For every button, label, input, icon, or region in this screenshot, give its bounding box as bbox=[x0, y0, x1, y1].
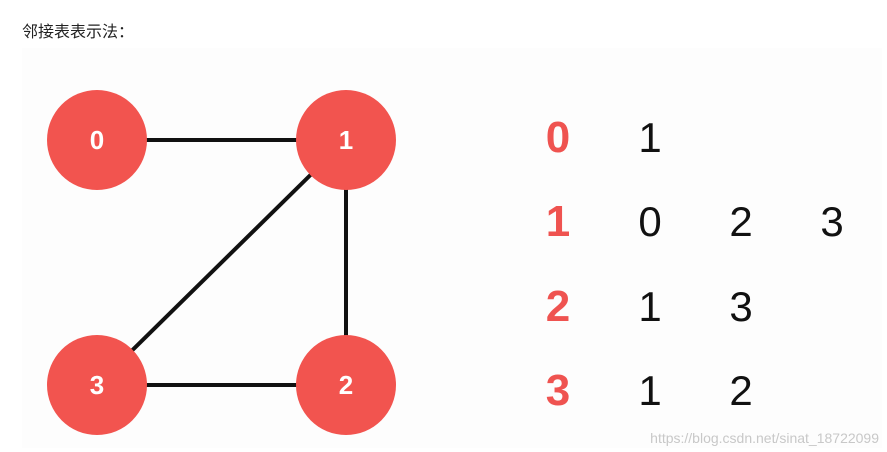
adjacency-row-2: 2 1 3 bbox=[546, 282, 753, 331]
adjacency-vertex-1: 1 bbox=[546, 197, 570, 246]
graph-nodes: 0 1 2 3 bbox=[47, 90, 396, 435]
page-heading: 邻接表表示法： bbox=[22, 22, 135, 41]
adjacency-neighbor: 1 bbox=[638, 283, 661, 330]
node-label-2: 2 bbox=[339, 370, 353, 400]
node-3 bbox=[47, 335, 147, 435]
graph-edges bbox=[95, 138, 348, 387]
adjacency-row-3: 3 1 2 bbox=[546, 366, 753, 415]
node-1 bbox=[296, 90, 396, 190]
adjacency-neighbor: 0 bbox=[638, 198, 661, 245]
adjacency-neighbor: 1 bbox=[638, 367, 661, 414]
adjacency-neighbor: 3 bbox=[729, 283, 752, 330]
node-label-0: 0 bbox=[90, 125, 104, 155]
adjacency-vertex-2: 2 bbox=[546, 282, 570, 331]
watermark: https://blog.csdn.net/sinat_18722099 bbox=[650, 430, 879, 446]
node-label-1: 1 bbox=[339, 125, 353, 155]
node-0 bbox=[47, 90, 147, 190]
adjacency-neighbor: 2 bbox=[729, 198, 752, 245]
node-label-3: 3 bbox=[90, 370, 104, 400]
diagram-panel bbox=[22, 48, 882, 448]
adjacency-vertex-3: 3 bbox=[546, 366, 570, 415]
edge-1-3 bbox=[95, 138, 348, 387]
adjacency-neighbor: 2 bbox=[729, 367, 752, 414]
node-2 bbox=[296, 335, 396, 435]
adjacency-vertex-0: 0 bbox=[546, 113, 570, 162]
adjacency-neighbor: 1 bbox=[638, 114, 661, 161]
adjacency-row-1: 1 0 2 3 bbox=[546, 197, 844, 246]
adjacency-neighbor: 3 bbox=[820, 198, 843, 245]
